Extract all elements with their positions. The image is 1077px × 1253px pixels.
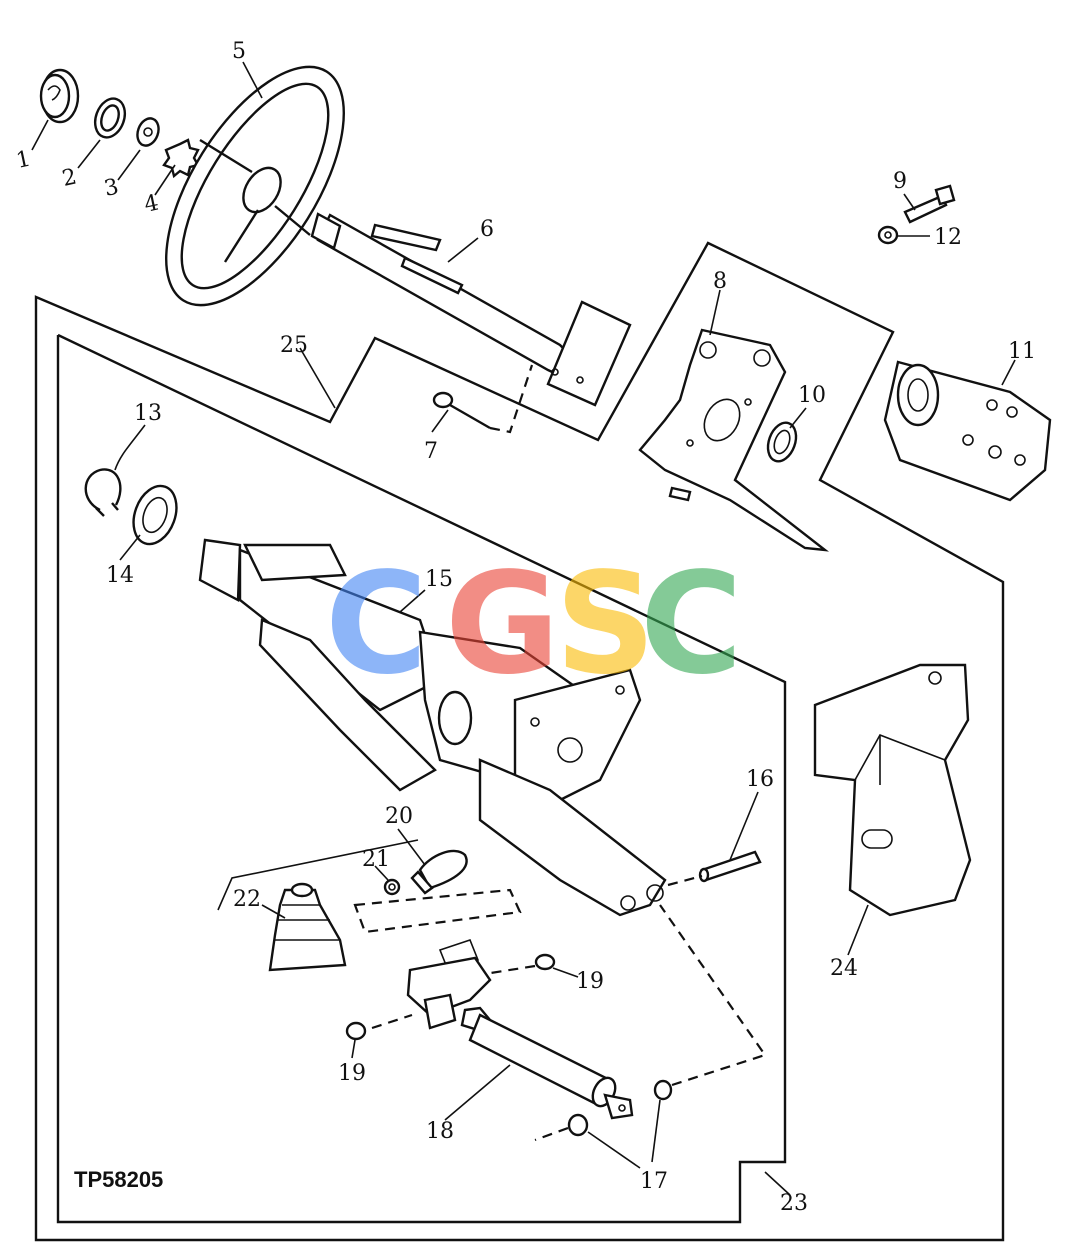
part-17-bushing-right <box>653 904 767 1101</box>
callout-17: 17 <box>640 1169 668 1194</box>
part-24-cover <box>813 663 972 917</box>
panel-outline-outer <box>34 241 1005 1242</box>
part-18-cylinder <box>460 1006 634 1120</box>
leader-lines <box>31 61 1016 1196</box>
part-7-bolt <box>432 364 534 434</box>
watermark-letter-s: S <box>555 543 656 706</box>
callout-13: 13 <box>134 401 162 426</box>
part-6-steering-shaft <box>310 212 632 407</box>
callout-labels: 1 2 3 4 5 6 7 8 9 10 11 12 13 14 15 16 1… <box>14 39 1036 1216</box>
callout-9: 9 <box>893 169 907 194</box>
callout-15: 15 <box>425 567 453 592</box>
callout-10: 10 <box>798 383 826 408</box>
part-5-steering-wheel <box>165 65 345 307</box>
callout-7: 7 <box>424 439 438 464</box>
callout-1: 1 <box>14 147 33 174</box>
part-20-knob <box>410 849 468 895</box>
callout-14: 14 <box>106 563 134 588</box>
callout-25: 25 <box>280 333 308 358</box>
callout-2: 2 <box>60 165 79 192</box>
callout-5: 5 <box>232 39 246 64</box>
callout-6: 6 <box>480 217 494 242</box>
cgsc-watermark: C G S C <box>325 543 743 706</box>
callout-8: 8 <box>713 269 727 294</box>
figure-code: TP58205 <box>74 1167 163 1192</box>
watermark-letter-c2: C <box>640 543 743 706</box>
callout-11: 11 <box>1008 339 1036 364</box>
part-10-seal <box>766 421 798 463</box>
part-1-horn-cap <box>39 68 80 124</box>
watermark-letter-c1: C <box>325 543 428 706</box>
callout-19-upper: 19 <box>576 969 604 994</box>
part-3-nut <box>136 117 160 147</box>
callout-16: 16 <box>746 767 774 792</box>
part-21-nut <box>383 878 401 896</box>
part-11-steering-valve <box>883 360 1052 502</box>
callout-4: 4 <box>142 191 161 218</box>
part-2-seal <box>93 97 127 139</box>
part-15-steering-column <box>198 538 667 917</box>
callout-3: 3 <box>102 175 121 202</box>
part-4-washer <box>162 138 200 179</box>
part-16-pin <box>667 850 762 887</box>
part-19-fitting-upper <box>477 953 556 977</box>
part-19-fitting-lower <box>345 1013 413 1041</box>
callout-22: 22 <box>233 887 261 912</box>
callout-18: 18 <box>426 1119 454 1144</box>
part-9-bolt <box>903 184 956 224</box>
watermark-letter-g: G <box>445 543 560 706</box>
part-14-seal <box>132 484 178 546</box>
callout-19-lower: 19 <box>338 1061 366 1086</box>
part-13-snap-ring <box>84 468 122 517</box>
callout-12: 12 <box>934 225 962 250</box>
part-17-bushing-left <box>534 1113 589 1142</box>
callout-23: 23 <box>780 1191 808 1216</box>
part-8-bracket <box>638 328 830 552</box>
part-12-washer <box>877 225 899 245</box>
switch-assembly <box>406 956 492 1030</box>
part-22-boot <box>268 882 347 972</box>
callout-21: 21 <box>362 847 390 872</box>
callout-20: 20 <box>385 804 413 829</box>
callout-24: 24 <box>830 956 858 981</box>
panel-outline-inner <box>56 333 787 1224</box>
